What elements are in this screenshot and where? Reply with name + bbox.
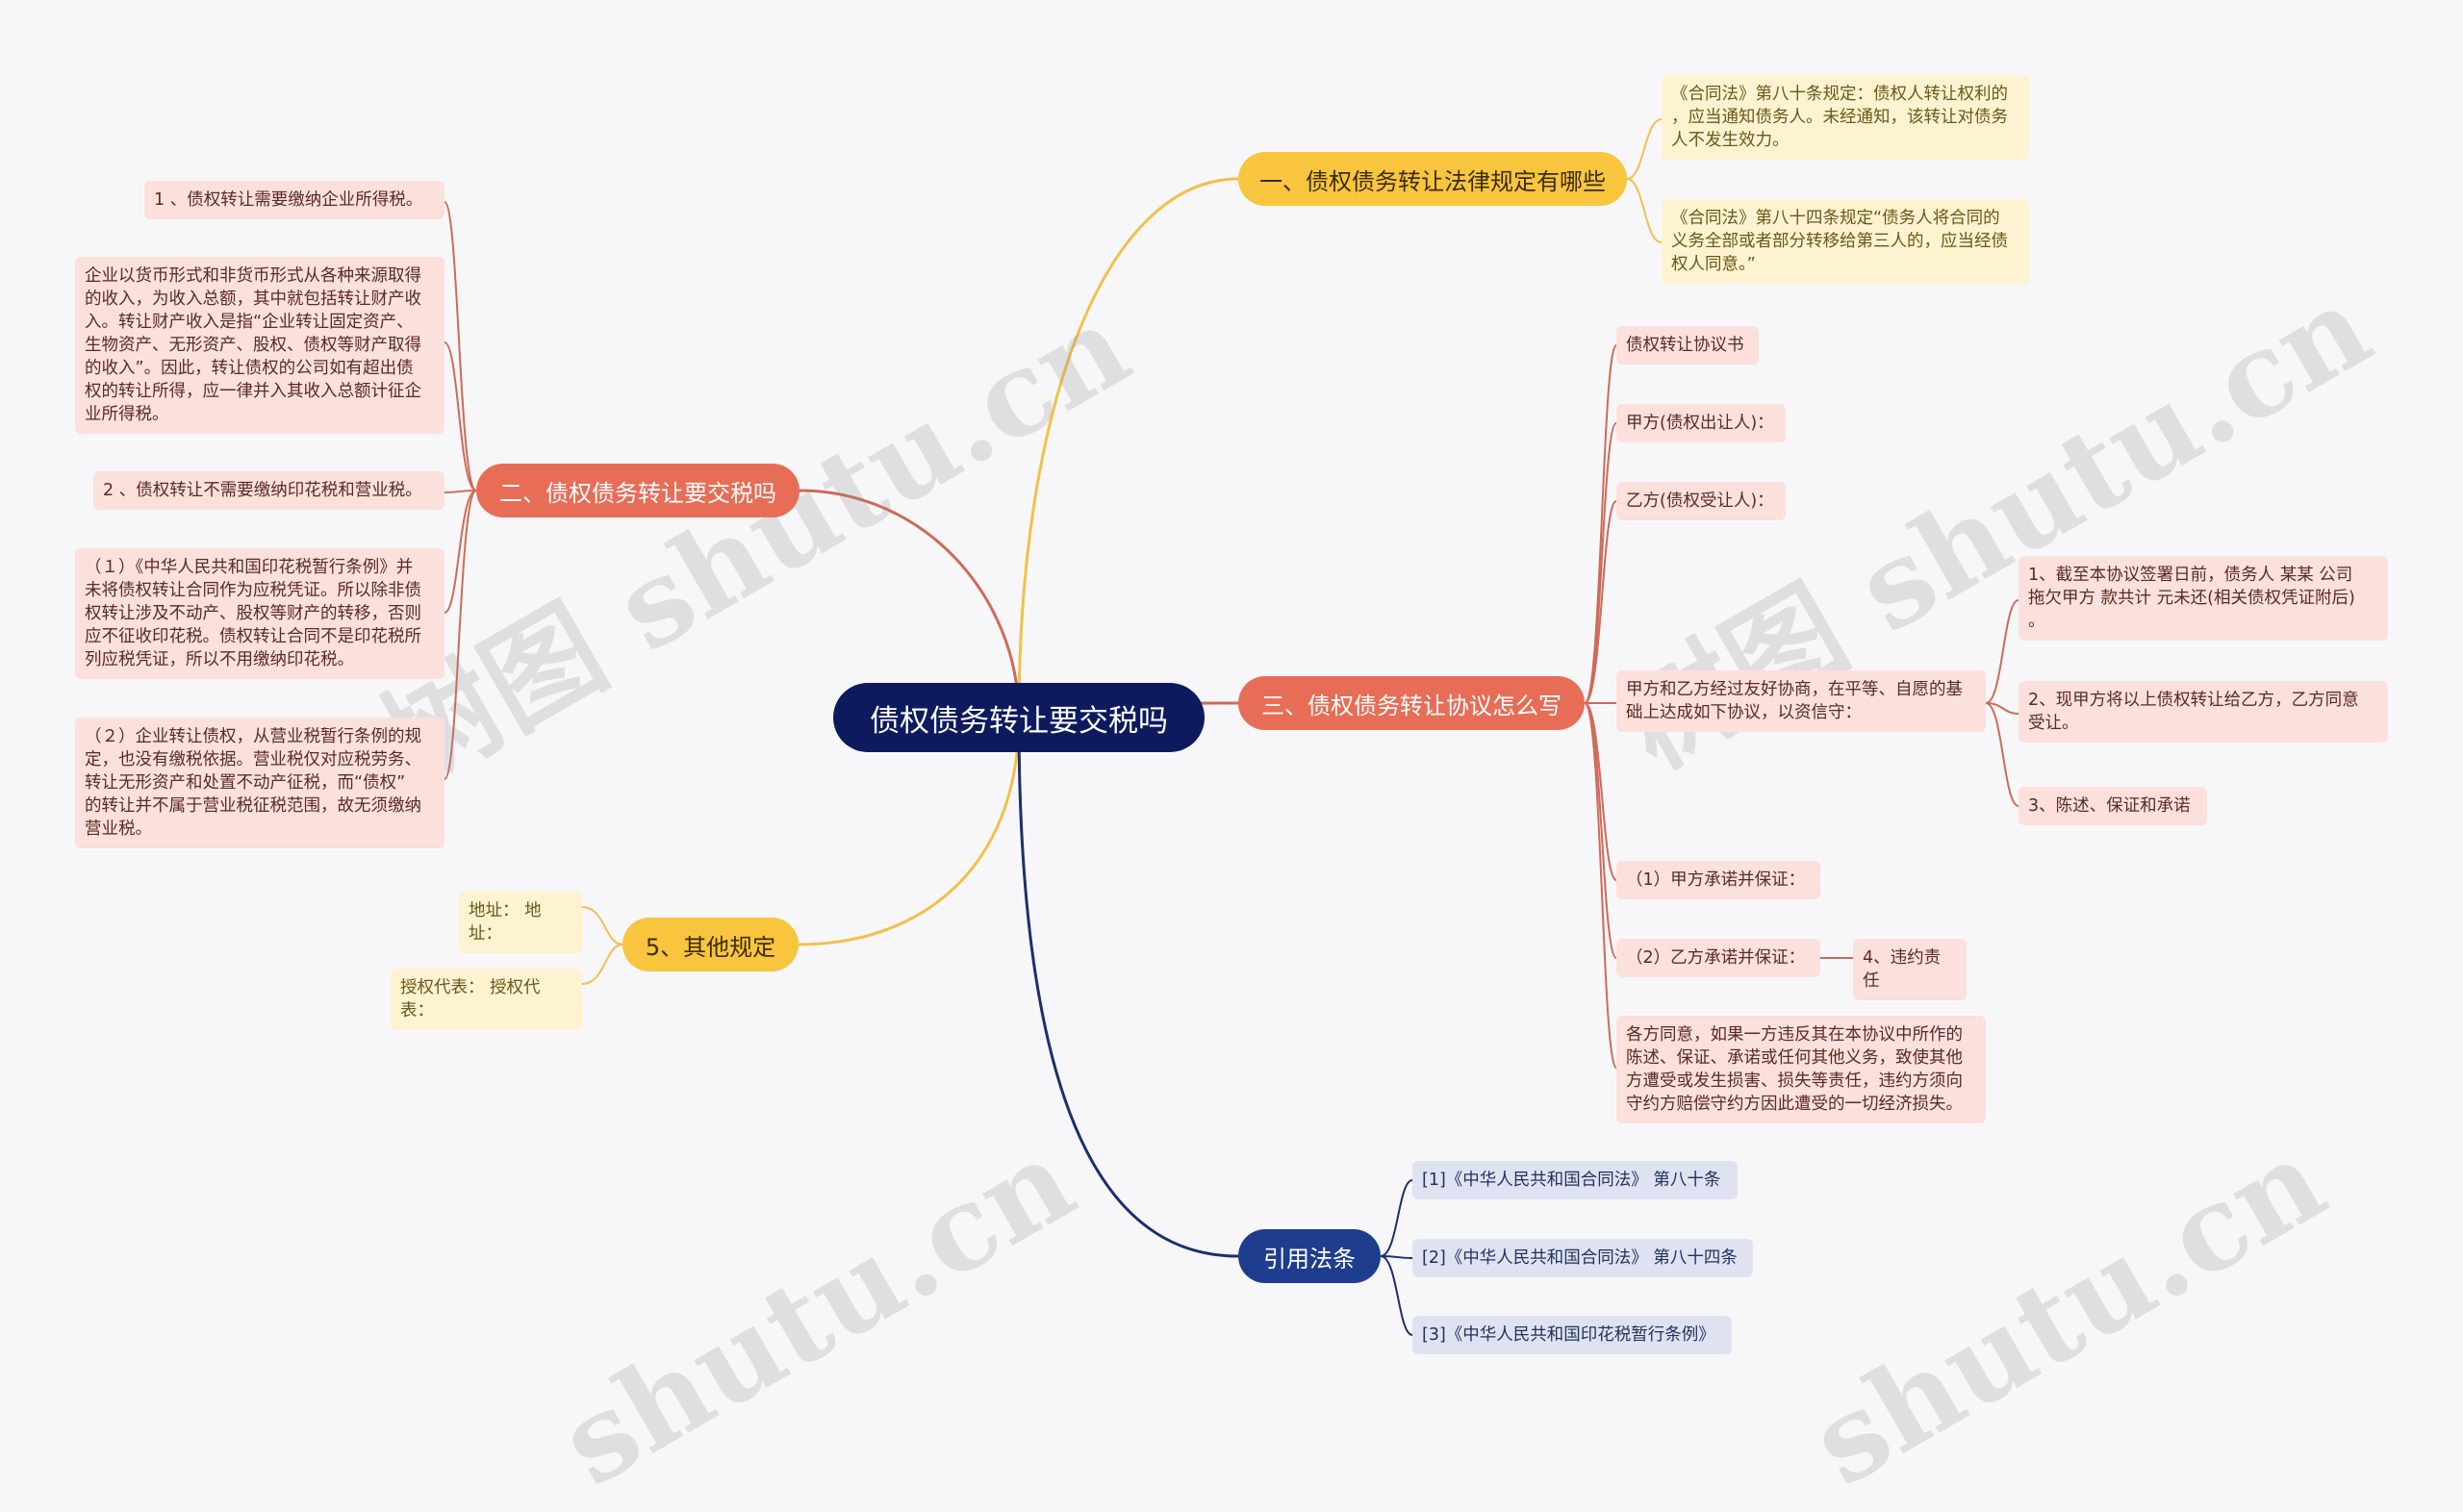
leaf-agreement-title[interactable]: 债权转让协议书 (1616, 326, 1759, 365)
link-b3-0 (1584, 344, 1617, 704)
leaf-contract-law-80[interactable]: 《合同法》第八十条规定：债权人转让权利的 ，应当通知债务人。未经通知，该转让对债… (1662, 75, 2029, 160)
link-root-b5 (1017, 717, 1239, 1258)
link-b1-0 (1626, 118, 1663, 180)
leaf-liability-clause[interactable]: 各方同意，如果一方违反其在本协议中所作的 陈述、保证、承诺或任何其他义务，致使其… (1616, 1016, 1986, 1123)
link-b3-2 (1584, 500, 1617, 704)
citation-contract-law-80[interactable]: [1]《中华人民共和国合同法》 第八十条 (1412, 1161, 1738, 1199)
link-root-b2 (799, 489, 1021, 718)
link-b2-4 (444, 490, 477, 780)
link-b3-1 (1584, 422, 1617, 704)
branch-cited-laws[interactable]: 引用法条 (1238, 1229, 1381, 1283)
leaf-party-b[interactable]: 乙方(债权受让人)： (1616, 482, 1786, 520)
leaf-transfer-consent[interactable]: 2、现甲方将以上债权转让给乙方，乙方同意 受让。 (2019, 681, 2388, 743)
link-b2-0 (444, 201, 477, 491)
link-b5-2 (1380, 1255, 1413, 1336)
connector-lines (444, 118, 2019, 1336)
leaf-agreement-intro[interactable]: 甲方和乙方经过友好协商，在平等、自愿的基 础上达成如下协议，以资信守： (1616, 670, 1986, 732)
leaf-contract-law-84[interactable]: 《合同法》第八十四条规定“债务人将合同的 义务全部或者部分转移给第三人的，应当经… (1662, 199, 2029, 284)
leaf-income-tax[interactable]: 1 、债权转让需要缴纳企业所得税。 (144, 181, 444, 219)
link-b1-1 (1626, 178, 1663, 243)
link-b5-1 (1380, 1255, 1413, 1259)
branch-tax-question[interactable]: 二、债权债务转让要交税吗 (476, 464, 800, 517)
link-b3-sub-2 (1985, 702, 2019, 807)
leaf-party-a-promise[interactable]: （1）甲方承诺并保证： (1616, 861, 1820, 899)
leaf-party-b-promise[interactable]: （2）乙方承诺并保证： (1616, 939, 1820, 977)
citation-contract-law-84[interactable]: [2]《中华人民共和国合同法》 第八十四条 (1412, 1239, 1753, 1277)
branch-legal-provisions[interactable]: 一、债权债务转让法律规定有哪些 (1238, 152, 1627, 206)
branch-agreement[interactable]: 三、债权债务转让协议怎么写 (1238, 676, 1585, 730)
link-b3-6 (1584, 702, 1617, 1069)
branch-other-provisions[interactable]: 5、其他规定 (622, 918, 799, 971)
leaf-no-stamp-tax[interactable]: 2 、债权转让不需要缴纳印花税和营业税。 (93, 471, 444, 510)
root-topic[interactable]: 债权债务转让要交税吗 (833, 683, 1205, 752)
link-root-b1 (1017, 177, 1239, 718)
leaf-breach-liability[interactable]: 4、违约责任 (1853, 939, 1967, 1000)
citation-stamp-tax-regulations[interactable]: [3]《中华人民共和国印花税暂行条例》 (1412, 1316, 1732, 1354)
leaf-representations[interactable]: 3、陈述、保证和承诺 (2019, 787, 2207, 825)
link-root-b4 (798, 717, 1021, 946)
link-b5-0 (1380, 1179, 1413, 1257)
leaf-authorized-rep[interactable]: 授权代表： 授权代表： (391, 969, 582, 1030)
link-b2-3 (444, 490, 477, 614)
leaf-party-a[interactable]: 甲方(债权出让人)： (1616, 404, 1786, 442)
link-b3-sub-0 (1985, 599, 2019, 704)
link-b4-0 (581, 906, 623, 945)
mind-map: 树图 shutu.cn 树图 shutu.cn shutu.cn shutu.c… (75, 75, 2392, 1512)
link-b2-2 (444, 490, 477, 493)
leaf-business-tax-explanation[interactable]: （２）企业转让债权，从营业税暂行条例的规 定，也没有缴税依据。营业税仅对应税劳务… (75, 718, 444, 848)
link-b3-5 (1584, 702, 1617, 959)
link-b4-1 (581, 944, 623, 985)
leaf-stamp-tax-explanation[interactable]: （１）《中华人民共和国印花税暂行条例》并 未将债权转让合同作为应税凭证。所以除非… (75, 548, 444, 679)
link-b2-1 (444, 341, 477, 491)
link-b3-sub-1 (1985, 702, 2019, 715)
leaf-address[interactable]: 地址： 地址： (459, 892, 582, 953)
leaf-debt-owed[interactable]: 1、截至本协议签署日前，债务人 某某 公司 拖欠甲方 款共计 元未还(相关债权凭… (2019, 556, 2388, 641)
leaf-income-explanation[interactable]: 企业以货币形式和非货币形式从各种来源取得 的收入，为收入总额，其中就包括转让财产… (75, 257, 444, 434)
